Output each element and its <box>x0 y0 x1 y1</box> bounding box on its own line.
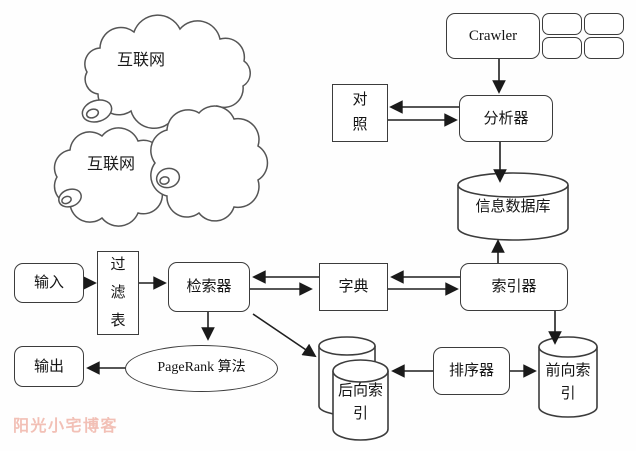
internet-cloud-3 <box>150 105 269 222</box>
retriever-box: 检索器 <box>168 262 250 312</box>
input-box: 输入 <box>14 263 84 303</box>
info-database-label: 信息数据库 <box>475 199 551 215</box>
arrow-retriever-to-backward-index <box>252 313 317 358</box>
connector-arrows <box>83 59 562 378</box>
dictionary-box: 字典 <box>319 263 388 311</box>
analyzer-label: 分析器 <box>483 110 529 127</box>
crawler-box: Crawler <box>446 13 540 59</box>
internet-cloud-1-label: 互联网 <box>116 52 165 69</box>
info-database-cylinder <box>457 172 569 241</box>
pagerank-ellipse: PageRank 算法 <box>125 345 278 392</box>
crawler-label: Crawler <box>468 28 518 44</box>
crawler-extra-box-2 <box>584 13 624 35</box>
filter-table-label: 过滤表 <box>110 257 126 329</box>
sorter-label: 排序器 <box>448 363 494 379</box>
input-label: 输入 <box>33 275 64 291</box>
forward-index-label: 前向索引 <box>545 363 591 402</box>
internet-cloud-2 <box>53 127 171 227</box>
crawler-extra-box-3 <box>542 37 582 59</box>
internet-cloud-2-label: 互联网 <box>86 156 135 173</box>
comparison-box: 对照 <box>332 84 388 142</box>
internet-cloud-1 <box>81 14 251 130</box>
backward-index-cylinder <box>332 359 389 441</box>
sorter-box: 排序器 <box>433 347 510 395</box>
crawler-extra-box-4 <box>584 37 624 59</box>
cloud-tail-icon <box>81 99 113 123</box>
pagerank-label: PageRank 算法 <box>157 360 246 376</box>
cloud-tail-icon <box>58 188 82 208</box>
cloud-tail-icon <box>155 167 181 189</box>
analyzer-box: 分析器 <box>459 95 553 142</box>
crawler-extra-box-1 <box>542 13 582 35</box>
indexer-label: 索引器 <box>491 279 537 295</box>
output-label: 输出 <box>33 358 64 375</box>
retriever-label: 检索器 <box>186 279 232 295</box>
dictionary-label: 字典 <box>338 279 369 295</box>
indexer-box: 索引器 <box>460 263 568 311</box>
backward-index-label: 后向索引 <box>337 383 383 422</box>
output-box: 输出 <box>14 346 84 387</box>
filter-table-box: 过滤表 <box>97 251 139 335</box>
watermark-text: 阳光小宅博客 <box>13 418 119 435</box>
comparison-label: 对照 <box>352 92 368 133</box>
